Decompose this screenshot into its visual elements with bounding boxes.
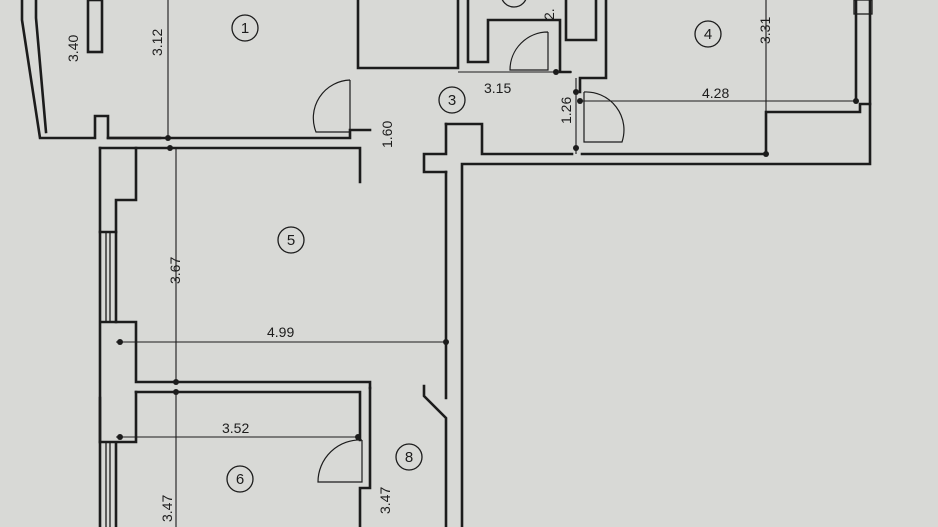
wall-room6-north	[98, 390, 362, 444]
doors	[312, 31, 625, 483]
wall-room5-south	[114, 320, 372, 390]
window-room4-east	[853, 0, 873, 15]
room-number-6: 6	[236, 471, 244, 488]
room-number-2: 2	[510, 0, 518, 3]
dim-dot	[853, 98, 859, 104]
dim-label-corridor-height: 1.60	[379, 121, 395, 148]
room-markers: 1 2 3 4 5 6 8	[226, 0, 722, 493]
dim-dot	[173, 389, 179, 395]
wall-room6-east	[358, 386, 372, 527]
room-circle-3	[438, 86, 466, 114]
dim-label-room6-height: 3.47	[159, 495, 175, 522]
door-room2	[509, 31, 549, 71]
dim-dot	[763, 151, 769, 157]
dim-label-room4-width: 4.28	[702, 85, 729, 101]
dim-dot	[577, 98, 583, 104]
wall-room6-west	[98, 390, 138, 527]
dim-label-room6-width: 3.52	[222, 420, 249, 436]
room-number-5: 5	[287, 232, 295, 249]
door-room6	[317, 439, 363, 483]
dimension-lines	[116, 0, 859, 527]
wall-room5-west-lower	[98, 230, 118, 527]
window-room6-west	[105, 442, 111, 527]
wall-room8-east	[422, 384, 448, 527]
wall-room5-west	[98, 146, 138, 234]
dim-label-room1-height: 3.12	[149, 29, 165, 56]
dim-label-room4-door: 1.26	[558, 97, 574, 124]
wall-room1-room5-lower	[98, 146, 362, 184]
walls	[20, 0, 873, 527]
wall-room4-west	[578, 0, 608, 94]
dim-dot	[443, 339, 449, 345]
wall-room1-closet	[86, 0, 104, 54]
wall-room4-south	[460, 102, 872, 527]
dim-label-room5-height: 3.67	[167, 257, 183, 284]
room-circle-4	[694, 20, 722, 48]
room-number-8: 8	[405, 449, 413, 466]
wall-corridor-room3	[444, 122, 574, 156]
wall-room2-east	[564, 0, 598, 42]
dim-label-room8-height: 3.47	[377, 487, 393, 514]
room-circle-8	[395, 443, 423, 471]
dim-dot	[573, 145, 579, 151]
dim-dot	[117, 339, 123, 345]
wall-room1-room5	[106, 128, 372, 140]
dim-label-room2-height: 2.	[541, 8, 557, 20]
door-room4	[583, 91, 625, 143]
wall-room4-east	[854, 0, 872, 106]
dim-dot	[553, 69, 559, 75]
room-circle-2-partial	[501, 0, 527, 8]
room-number-4: 4	[704, 26, 712, 43]
dim-label-room1-left: 3.40	[65, 35, 81, 62]
door-room1	[312, 79, 351, 133]
dim-label-room5-width: 4.99	[267, 324, 294, 340]
dimension-labels: 3.40 3.12 2. 3.31 3.15 1.26 4.28 1.60 3.…	[65, 8, 773, 522]
wall-corridor-room3-notch	[422, 122, 448, 174]
room-number-1: 1	[241, 20, 249, 37]
window-room5-west	[105, 232, 111, 322]
room-circle-1	[231, 14, 259, 42]
dim-dot	[165, 135, 171, 141]
dim-dot	[355, 434, 361, 440]
dim-label-corridor-width: 3.15	[484, 80, 511, 96]
wall-top-left-inner	[34, 0, 48, 134]
wall-top-left-outer	[20, 0, 162, 140]
dim-label-room4-height: 3.31	[757, 17, 773, 44]
room-number-3: 3	[448, 92, 456, 109]
room-circle-5	[277, 226, 305, 254]
dim-dot	[117, 434, 123, 440]
room-circle-6	[226, 465, 254, 493]
dim-dot	[573, 89, 579, 95]
dim-dot	[167, 145, 173, 151]
dim-dot	[173, 379, 179, 385]
wall-room1-east	[356, 0, 460, 70]
